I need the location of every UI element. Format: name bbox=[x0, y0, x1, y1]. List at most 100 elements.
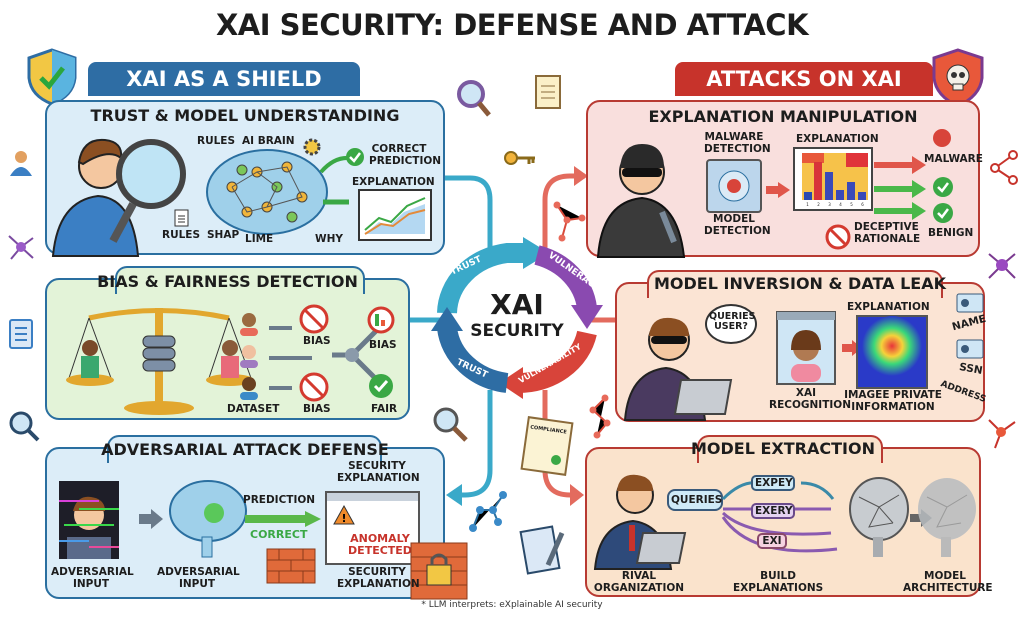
label-adversarial-input-2: ADVERSARIAL INPUT bbox=[157, 566, 240, 590]
molecule-icon bbox=[589, 394, 611, 439]
fair-check-icon bbox=[369, 374, 393, 398]
shield-check-icon bbox=[27, 48, 77, 106]
key-icon bbox=[504, 151, 535, 165]
label-bias-2: BIAS bbox=[369, 339, 397, 351]
panel-title: MODEL INVERSION & DATA LEAK bbox=[654, 274, 946, 293]
molecule-icon bbox=[469, 491, 507, 532]
label-lime: LIME bbox=[245, 233, 274, 245]
panel-adversarial-attack-defense: ADVERSARIAL ATTACK DEFENSE PREDICTION CO… bbox=[45, 435, 468, 600]
label-model-detection: MODEL DETECTION bbox=[704, 213, 771, 237]
speech-bubble bbox=[705, 304, 757, 344]
panel-model-extraction: MODEL EXTRACTION QUERIES EXPEY EXERY EXI… bbox=[585, 435, 993, 597]
center-xai: XAI bbox=[490, 288, 544, 321]
ai-brain-network-icon bbox=[206, 149, 328, 235]
network-node-icon bbox=[8, 235, 34, 260]
label-bias-1: BIAS bbox=[303, 335, 331, 347]
explanation-tag-exi bbox=[757, 533, 787, 549]
label-exery: EXERY bbox=[755, 505, 793, 517]
molecule-icon bbox=[553, 201, 586, 242]
explanation-heatmap-chart bbox=[793, 147, 873, 211]
magnifier-crack-icon bbox=[433, 407, 468, 442]
x-tick: 2 bbox=[817, 202, 820, 207]
bias-prohibited-icon bbox=[299, 372, 329, 402]
firewall-icon bbox=[266, 548, 316, 584]
label-explanation: EXPLANATION bbox=[847, 301, 930, 313]
label-rules: RULES bbox=[162, 229, 201, 241]
gear-icon bbox=[303, 138, 321, 156]
warning-icon: ! bbox=[333, 504, 355, 525]
wrench-split-icon bbox=[332, 328, 379, 382]
hacker-illustration bbox=[596, 144, 686, 258]
saliency-heatmap-image bbox=[856, 315, 928, 389]
label-prediction: PREDICTION bbox=[243, 494, 316, 506]
arrow-right-icon bbox=[139, 509, 163, 529]
label-expey: EXPEY bbox=[755, 477, 793, 489]
check-circle-icon bbox=[346, 148, 364, 166]
label-rules-top: RULES bbox=[197, 135, 236, 147]
magnifier-bug-icon bbox=[9, 411, 40, 442]
x-tick: 1 bbox=[806, 202, 809, 207]
network-node-icon bbox=[990, 150, 1018, 185]
checklist-icon bbox=[9, 319, 33, 349]
explanation-tag-expey bbox=[751, 475, 795, 491]
label-why: WHY bbox=[315, 233, 343, 245]
arrow-icons bbox=[319, 155, 350, 205]
label-xai-recognition: XAI RECOGNITION bbox=[769, 387, 851, 411]
arrow-prediction-icon bbox=[245, 511, 321, 527]
broken-magnifier-icon bbox=[457, 80, 491, 117]
face-recognition-window bbox=[776, 311, 836, 385]
label-correct-prediction: CORRECT PREDICTION bbox=[369, 143, 442, 167]
label-malware: MALWARE bbox=[924, 153, 983, 165]
label-queries-user: QUERIES USER? bbox=[709, 311, 756, 333]
network-node-icon bbox=[988, 253, 1016, 279]
id-card-icon bbox=[956, 293, 984, 313]
brain-check-icon bbox=[169, 480, 247, 558]
panel-title: TRUST & MODEL UNDERSTANDING bbox=[90, 106, 400, 125]
center-security: SECURITY bbox=[470, 321, 564, 341]
label-explanation: EXPLANATION bbox=[796, 133, 879, 145]
user-icon bbox=[10, 151, 32, 176]
person-magnifier-illustration bbox=[51, 138, 186, 257]
check-circle-icon bbox=[933, 203, 953, 223]
label-explanation: EXPLANATION bbox=[352, 176, 435, 188]
panel-explanation-manipulation: EXPLANATION MANIPULATION MALWARE DETECTI… bbox=[586, 100, 983, 258]
label-malware-detection: MALWARE DETECTION bbox=[704, 131, 771, 155]
document-icon bbox=[174, 209, 189, 227]
label-ai-brain: AI BRAIN bbox=[242, 135, 295, 147]
explanation-tag-exery bbox=[751, 503, 795, 519]
queries-bubble bbox=[667, 489, 723, 511]
label-build-explanations: BUILD EXPLANATIONS bbox=[733, 570, 824, 594]
angry-face-icon bbox=[933, 129, 951, 147]
panel-title: EXPLANATION MANIPULATION bbox=[648, 107, 918, 126]
xai-security-cycle bbox=[431, 237, 603, 399]
label-correct: CORRECT bbox=[250, 528, 308, 541]
x-tick: 4 bbox=[839, 202, 842, 207]
label-deceptive-rationale: DECEPTIVE RATIONALE bbox=[854, 221, 921, 245]
check-circle-icon bbox=[933, 177, 953, 197]
arrow-right-icon bbox=[766, 182, 790, 198]
panel-title: BIAS & FAIRNESS DETECTION bbox=[97, 272, 358, 291]
x-tick: 5 bbox=[850, 202, 853, 207]
dataset-people-icons bbox=[240, 313, 312, 400]
panel-title: ADVERSARIAL ATTACK DEFENSE bbox=[101, 440, 389, 459]
explanation-chart-icon bbox=[358, 189, 432, 241]
label-shap: SHAP bbox=[207, 229, 240, 241]
panel-title: MODEL EXTRACTION bbox=[691, 439, 875, 458]
model-detection-virus-icon bbox=[706, 159, 762, 213]
network-node-icon bbox=[988, 419, 1016, 449]
rival-person-laptop-illustration bbox=[593, 474, 687, 570]
attacks-banner: ATTACKS ON XAI bbox=[675, 62, 933, 96]
clipboard-pen-icon bbox=[519, 525, 565, 575]
hacker-laptop-illustration bbox=[623, 317, 733, 421]
label-benign: BENIGN bbox=[928, 227, 974, 239]
label-address: ADDRESS bbox=[939, 379, 988, 405]
bias-chart-icon bbox=[367, 306, 395, 334]
label-model-architecture: MODEL ARCHITECTURE bbox=[903, 570, 993, 594]
brain-network-icon bbox=[849, 477, 909, 557]
balance-scale-illustration bbox=[66, 308, 254, 415]
x-tick: 6 bbox=[861, 202, 864, 207]
model-architecture-brain-icon bbox=[918, 478, 976, 557]
footer-note: * LLM interprets: eXplainable AI securit… bbox=[421, 600, 603, 610]
label-rival-organization: RIVAL ORGANIZATION bbox=[593, 570, 685, 594]
